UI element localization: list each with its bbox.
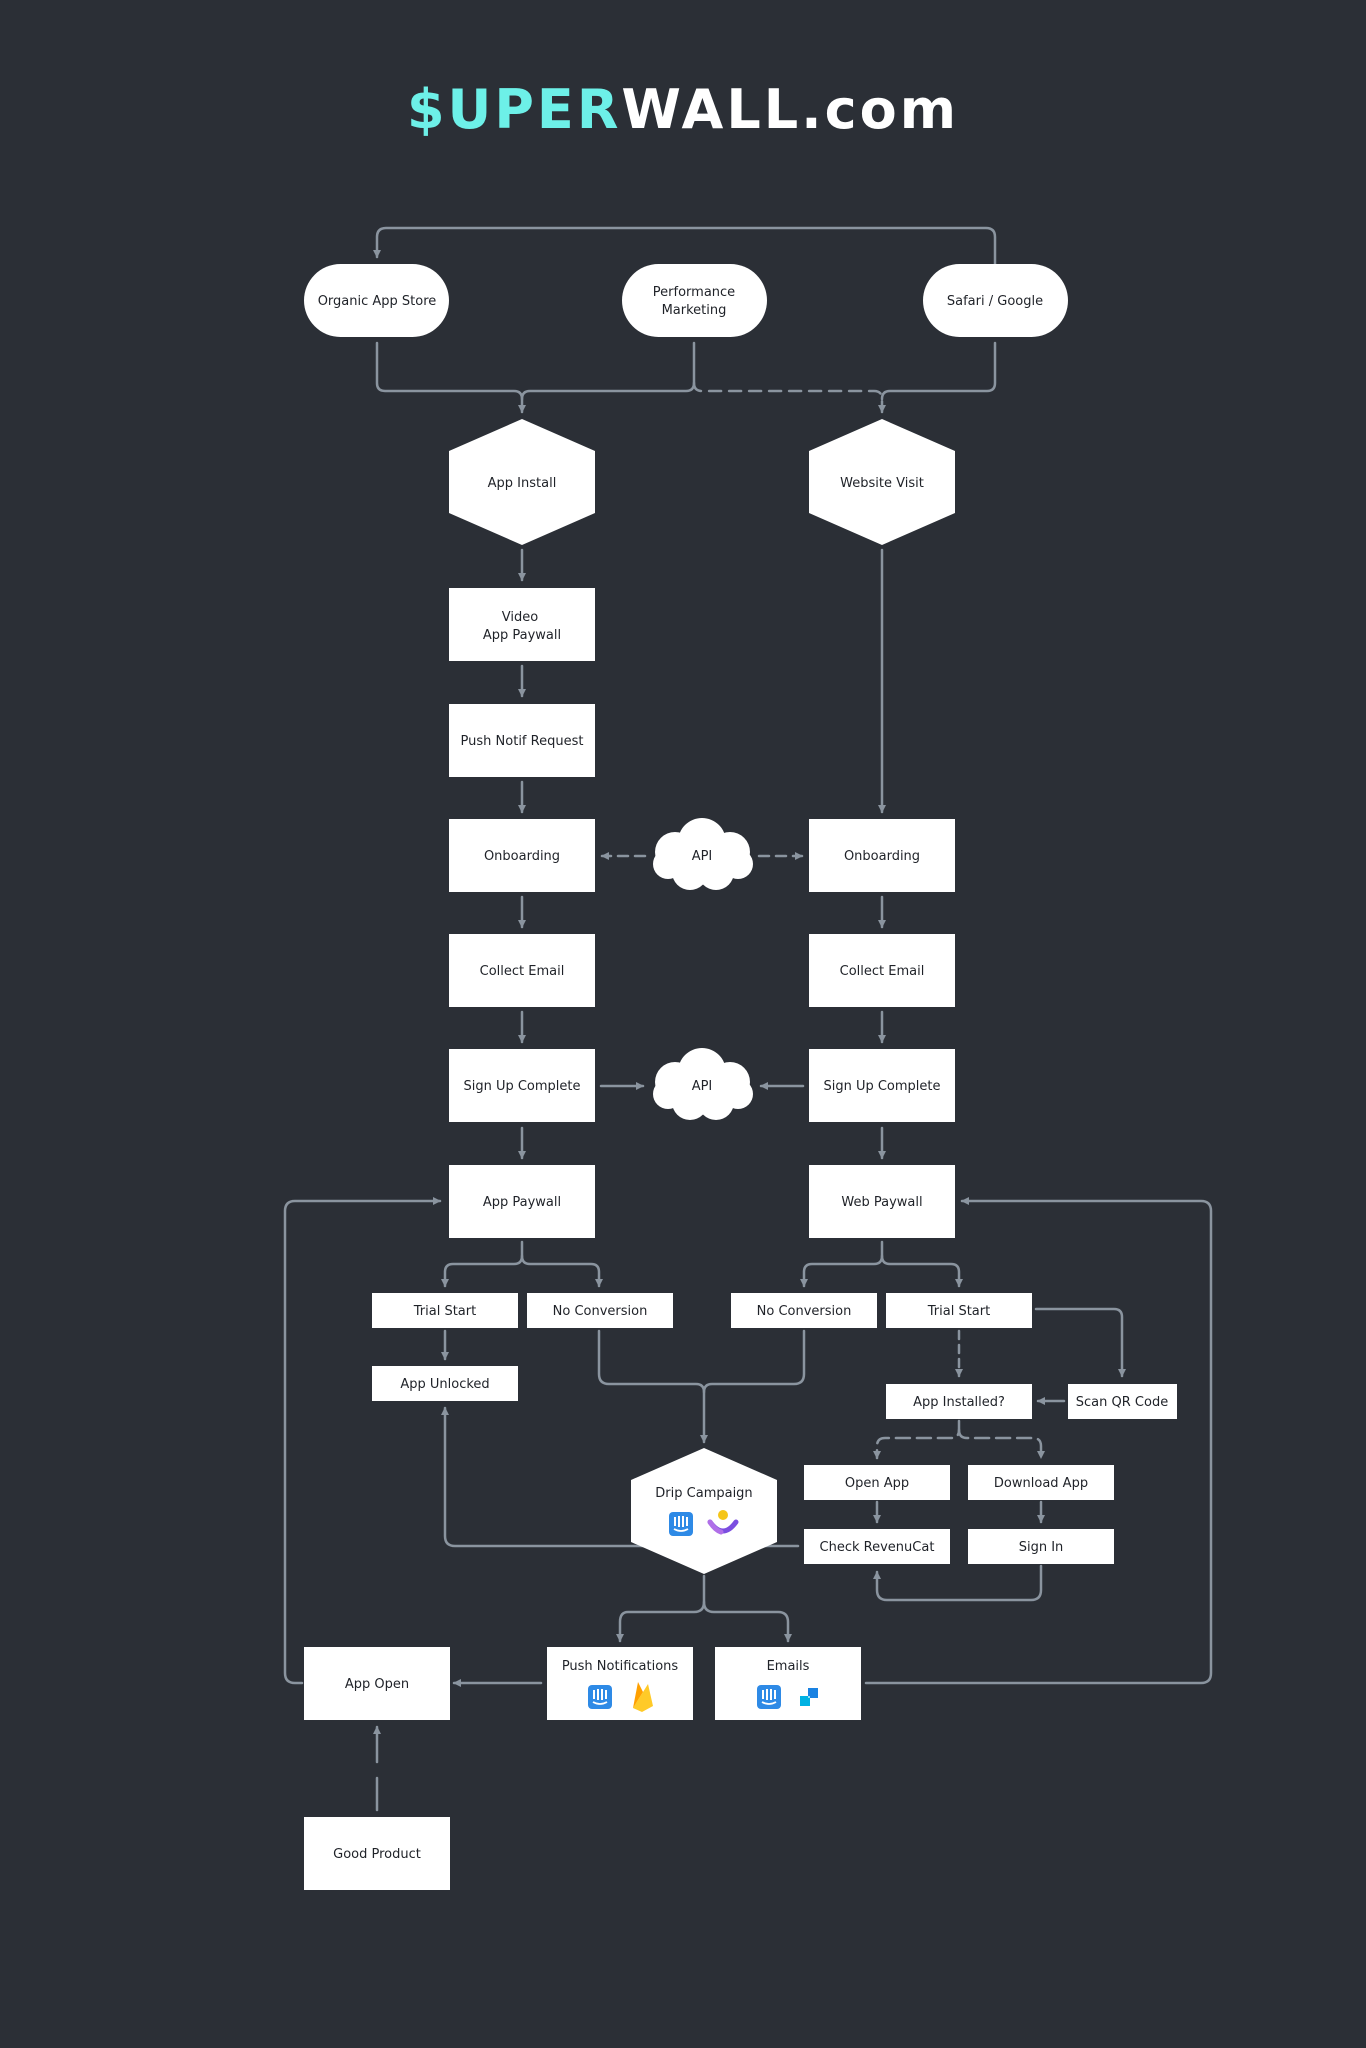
label-scan-qr: Scan QR Code <box>1076 1395 1168 1410</box>
edge-noconv-right-to-drip <box>702 1329 806 1394</box>
node-push-notifications <box>547 1647 693 1720</box>
label-api-top: API <box>692 849 713 864</box>
node-drip-campaign <box>631 1448 777 1574</box>
node-collect-email-left <box>449 934 595 1007</box>
label-sign-up-left: Sign Up Complete <box>463 1079 580 1094</box>
label-safari-google: Safari / Google <box>947 294 1043 309</box>
edge-apppaywall-to-trial <box>441 1240 524 1288</box>
label-emails: Emails <box>767 1659 810 1674</box>
label-performance-marketing-2: Marketing <box>662 303 727 318</box>
label-good-product: Good Product <box>333 1847 421 1862</box>
label-no-conversion-right: No Conversion <box>757 1304 852 1319</box>
node-app-install <box>449 419 595 545</box>
label-collect-email-left: Collect Email <box>480 964 565 979</box>
intercom-icon <box>669 1512 693 1536</box>
node-emails <box>715 1647 861 1720</box>
edge-perfmkt-to-website <box>692 381 886 414</box>
label-trial-start-left: Trial Start <box>413 1304 476 1319</box>
edge-signin-to-check <box>873 1564 1043 1602</box>
edge-perfmkt-to-install <box>520 341 696 401</box>
node-sign-up-right <box>809 1049 955 1122</box>
node-app-unlocked <box>372 1366 518 1401</box>
node-app-paywall <box>449 1165 595 1238</box>
label-trial-start-right: Trial Start <box>927 1304 990 1319</box>
label-sign-up-right: Sign Up Complete <box>823 1079 940 1094</box>
label-no-conversion-left: No Conversion <box>553 1304 648 1319</box>
node-organic-app-store <box>304 264 449 337</box>
label-push-notif-request: Push Notif Request <box>461 734 584 749</box>
edge-emails-to-webpaywall <box>864 1197 1213 1685</box>
node-push-notif-request <box>449 704 595 777</box>
firebase-icon <box>633 1682 653 1712</box>
node-video-app-paywall <box>449 588 595 661</box>
node-trial-start-right <box>886 1293 1032 1328</box>
node-check-revenuecat <box>804 1529 950 1564</box>
edge-check-to-unlocked <box>441 1406 800 1548</box>
edge-trial-to-qr <box>1034 1307 1126 1378</box>
label-drip-campaign: Drip Campaign <box>655 1486 752 1501</box>
label-video-1: Video <box>502 610 538 625</box>
node-download-app <box>968 1465 1114 1500</box>
label-onboarding-right: Onboarding <box>844 849 920 864</box>
edge-safari-to-organic <box>373 226 997 267</box>
edge-webpaywall-to-trial <box>880 1254 963 1288</box>
label-video-2: App Paywall <box>483 628 561 643</box>
node-no-conversion-right <box>731 1293 877 1328</box>
label-app-installed: App Installed? <box>913 1395 1005 1410</box>
node-app-installed <box>886 1384 1032 1419</box>
label-app-unlocked: App Unlocked <box>400 1377 489 1392</box>
node-no-conversion-left <box>527 1293 673 1328</box>
edge-installed-to-download <box>957 1428 1045 1460</box>
label-open-app: Open App <box>845 1476 909 1491</box>
label-api-bottom: API <box>692 1079 713 1094</box>
customerio-icon <box>707 1510 739 1535</box>
label-performance-marketing-1: Performance <box>653 285 735 300</box>
node-performance-marketing <box>622 264 767 337</box>
intercom-icon <box>757 1685 781 1709</box>
edge-drip-to-push <box>616 1574 706 1643</box>
node-sign-in <box>968 1529 1114 1564</box>
label-website-visit: Website Visit <box>840 476 924 491</box>
node-collect-email-right <box>809 934 955 1007</box>
edge-appopen-to-apppaywall <box>283 1197 442 1685</box>
node-open-app <box>804 1465 950 1500</box>
edge-drip-to-emails <box>702 1600 792 1643</box>
title-rest: WALL.com <box>621 78 960 141</box>
label-download-app: Download App <box>994 1476 1088 1491</box>
api-cloud-bottom <box>653 1048 753 1120</box>
node-scan-qr <box>1068 1384 1177 1419</box>
edge-installed-to-open <box>873 1419 961 1460</box>
label-app-install: App Install <box>488 476 557 491</box>
edge-safari-to-website <box>880 341 997 401</box>
title-accent: $UPER <box>406 78 622 141</box>
node-sign-up-left <box>449 1049 595 1122</box>
label-app-paywall: App Paywall <box>483 1195 561 1210</box>
node-safari-google <box>923 264 1068 337</box>
edge-webpaywall-to-noconv <box>800 1240 884 1288</box>
api-cloud-top <box>653 818 753 890</box>
edge-noconv-left-to-drip <box>597 1329 708 1444</box>
intercom-icon <box>588 1685 612 1709</box>
label-organic-app-store: Organic App Store <box>318 294 437 309</box>
node-onboarding-right <box>809 819 955 892</box>
node-app-open <box>304 1647 450 1720</box>
label-push-notifications: Push Notifications <box>562 1659 679 1674</box>
page-title: $UPERWALL.com <box>0 78 1366 141</box>
edge-apppaywall-to-noconv <box>520 1254 603 1288</box>
label-sign-in: Sign In <box>1019 1540 1064 1555</box>
edge-organic-to-install <box>375 341 526 414</box>
label-web-paywall: Web Paywall <box>841 1195 922 1210</box>
node-trial-start-left <box>372 1293 518 1328</box>
label-onboarding-left: Onboarding <box>484 849 560 864</box>
label-app-open: App Open <box>345 1677 409 1692</box>
node-onboarding-left <box>449 819 595 892</box>
sendgrid-icon <box>800 1688 818 1706</box>
label-check-revenuecat: Check RevenuCat <box>820 1540 935 1555</box>
node-good-product <box>304 1817 450 1890</box>
label-collect-email-right: Collect Email <box>840 964 925 979</box>
node-web-paywall <box>809 1165 955 1238</box>
node-website-visit <box>809 419 955 545</box>
